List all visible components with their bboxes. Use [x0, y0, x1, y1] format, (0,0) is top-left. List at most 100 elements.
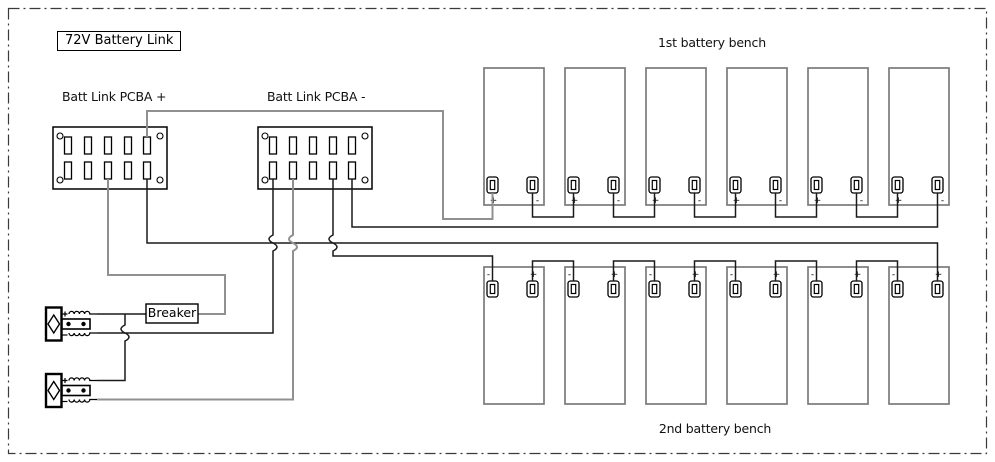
- battery-terminal-pin: [934, 283, 941, 295]
- terminal-polarity-sign: +: [895, 196, 903, 206]
- series-jumper-wire: [612, 193, 656, 218]
- pcba-pin-slot: [63, 136, 73, 155]
- pcba-pin-slot: [103, 161, 113, 180]
- terminal-polarity-sign: -: [811, 270, 814, 280]
- series-jumper-wire: [612, 260, 656, 281]
- terminal-polarity-sign: +: [692, 270, 700, 280]
- terminal-polarity-sign: -: [730, 270, 733, 280]
- terminal-polarity-sign: +: [611, 270, 619, 280]
- wire-connector-positive-tie: [97, 314, 130, 382]
- pcba-pin-slot: [288, 161, 298, 180]
- generated-components-layer: +-+-+-+-+-+--+-+-+-+-+-+: [483, 67, 950, 405]
- terminal-polarity-sign: +: [571, 196, 579, 206]
- terminal-polarity-sign: -: [649, 270, 652, 280]
- pcba-minus-connector: [257, 126, 373, 190]
- terminal-polarity-sign: +: [854, 270, 862, 280]
- coil-icon: [68, 310, 97, 315]
- series-jumper-wire: [693, 260, 737, 281]
- battery-terminal-pin: [772, 179, 779, 191]
- terminal-polarity-sign: -: [536, 196, 539, 206]
- terminal-polarity-sign: -: [779, 196, 782, 206]
- bench2-label: 2nd battery bench: [658, 421, 772, 436]
- anderson-connector-1: [44, 306, 97, 342]
- battery-terminal-pin: [570, 283, 577, 295]
- battery-terminal-pin: [813, 283, 820, 295]
- contact-bar: [61, 318, 91, 330]
- contact-dot: [66, 388, 71, 393]
- coil-icon: [68, 332, 97, 337]
- frame-border: [7, 7, 988, 455]
- connector-diamond-icon: [47, 313, 61, 335]
- wire-breaker-to-pcba-plus: [107, 179, 226, 315]
- battery-terminal-pin: [610, 179, 617, 191]
- pcba-pin-slot: [308, 161, 318, 180]
- battery-terminal-pin: [691, 179, 698, 191]
- battery-terminal-pin: [610, 283, 617, 295]
- series-jumper-wire: [855, 260, 899, 281]
- terminal-polarity-sign: -: [487, 270, 490, 280]
- battery-terminal-pin: [651, 283, 658, 295]
- battery-terminal-pin: [489, 179, 496, 191]
- terminal-polarity-sign: -: [892, 270, 895, 280]
- series-jumper-wire: [531, 193, 575, 218]
- wire-pcba-minus-to-connector2-negative: [97, 179, 298, 401]
- battery-terminal-pin: [691, 283, 698, 295]
- pcba-pin-slot: [103, 136, 113, 155]
- terminal-polarity-sign: +: [773, 270, 781, 280]
- terminal-polarity-sign: -: [617, 196, 620, 206]
- bench2-group: -+-+-+-+-+-+: [483, 260, 950, 405]
- battery-terminal-pin: [529, 283, 536, 295]
- battery-terminal-pin: [529, 179, 536, 191]
- series-jumper-wire: [855, 193, 899, 218]
- wire-pcba-plus-top-to-bench1-positive: [146, 110, 494, 220]
- terminal-polarity-sign: +: [814, 196, 822, 206]
- pcba-pin-slot: [308, 136, 318, 155]
- plus-sign-icon: [62, 378, 68, 383]
- pcba-pin-slot: [328, 136, 338, 155]
- contact-dot: [66, 321, 71, 327]
- pcba-pin-slot: [142, 161, 152, 180]
- battery-terminal-pin: [489, 283, 496, 295]
- battery-terminal-pin: [732, 179, 739, 191]
- coil-icon: [68, 377, 97, 382]
- terminal-polarity-sign: -: [698, 196, 701, 206]
- pcba-pin-slot: [347, 161, 357, 180]
- wiring-layer: [97, 110, 939, 401]
- battery-terminal-pin: [934, 179, 941, 191]
- coil-icon: [68, 398, 97, 403]
- plus-sign-icon: [62, 311, 68, 317]
- contact-dot: [81, 321, 86, 327]
- breaker-label: Breaker: [147, 305, 197, 320]
- diagram-title: 72V Battery Link: [57, 31, 182, 51]
- series-jumper-wire: [774, 193, 818, 218]
- contact-dot: [81, 388, 86, 393]
- wire-bench1-negative-to-pcba-minus: [351, 179, 939, 228]
- battery-terminal-pin: [894, 283, 901, 295]
- pcba-pin-slot: [123, 161, 133, 180]
- pcba-plus-connector: [52, 126, 168, 190]
- pcba-minus-pin-slots: [268, 136, 357, 180]
- pcba-pin-slot: [63, 161, 73, 180]
- terminal-polarity-sign: +: [733, 196, 741, 206]
- pcba-plus-label: Batt Link PCBA +: [62, 89, 167, 104]
- series-jumper-wire: [693, 193, 737, 218]
- series-jumper-wire: [774, 260, 818, 281]
- pcba-pin-slot: [83, 161, 93, 180]
- battery-terminal-pin: [772, 283, 779, 295]
- terminal-polarity-sign: +: [935, 270, 943, 280]
- battery-terminal-pin: [894, 179, 901, 191]
- bench1-group: +-+-+-+-+-+-: [483, 67, 950, 218]
- battery-terminal-pin: [732, 283, 739, 295]
- wire-pcba-minus-to-bench2-negative: [328, 179, 494, 281]
- battery-terminal-pin: [651, 179, 658, 191]
- terminal-polarity-sign: +: [530, 270, 538, 280]
- wire-pcba-minus-to-connector1-negative: [97, 179, 278, 334]
- pcba-pin-slot: [268, 136, 278, 155]
- bench1-label: 1st battery bench: [658, 35, 766, 50]
- terminal-polarity-sign: +: [652, 196, 660, 206]
- pcba-pin-slot: [268, 161, 278, 180]
- pcba-pin-slot: [288, 136, 298, 155]
- series-jumper-wire: [531, 260, 575, 281]
